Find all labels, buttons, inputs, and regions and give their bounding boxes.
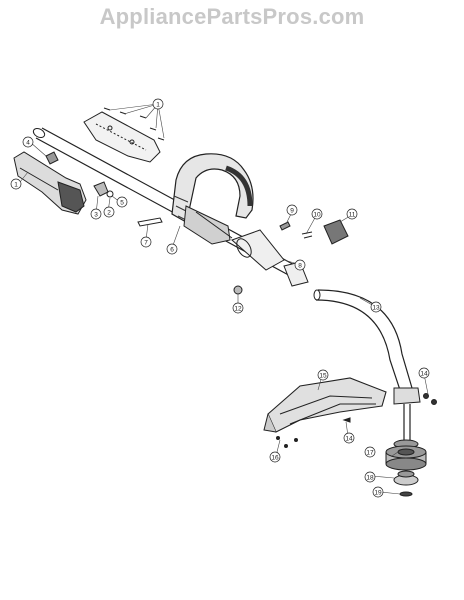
trimmer-head-spool: [385, 439, 427, 471]
callout-3: 3: [90, 208, 102, 220]
site-watermark: AppliancePartsPros.com: [99, 4, 365, 29]
callout-5: 5: [116, 196, 128, 208]
callout-17: 17: [364, 446, 376, 458]
callout-number: 1: [156, 101, 160, 108]
callout-number: 14: [420, 370, 428, 377]
callout-12: 12: [232, 302, 244, 314]
bump-knob: [393, 470, 419, 497]
callout-markers: 1 1 2 3 4 5 6 7 8 9 10 11 12 13 14 14 15…: [10, 98, 430, 498]
callout-1-grip: 1: [10, 178, 22, 190]
callout-9: 9: [286, 204, 298, 216]
shaft-coupler: [231, 229, 309, 287]
callout-11: 11: [346, 208, 358, 220]
callout-number: 17: [366, 449, 374, 456]
callout-7: 7: [140, 236, 152, 248]
callout-number: 11: [349, 211, 356, 218]
callout-number: 3: [94, 211, 98, 218]
callout-number: 13: [372, 304, 380, 311]
rear-grip: [13, 151, 87, 215]
callout-19: 19: [372, 486, 384, 498]
callout-14-shaft: 14: [418, 367, 430, 379]
trigger-assembly: [45, 151, 163, 227]
callout-number: 4: [26, 139, 30, 146]
screws-top: [103, 107, 165, 141]
trimmer-guard: [263, 377, 387, 433]
rear-housing-upper: [83, 111, 161, 163]
callout-number: 2: [107, 209, 111, 216]
callout-number: 18: [366, 474, 374, 481]
callout-number: 19: [374, 489, 382, 496]
callout-number: 9: [290, 207, 294, 214]
callout-number: 12: [234, 305, 242, 312]
callout-number: 5: [120, 199, 124, 206]
d-loop-handle: [171, 153, 254, 245]
callout-number: 14: [345, 435, 353, 442]
callout-number: 6: [170, 246, 174, 253]
callout-1-top: 1: [152, 98, 164, 110]
callout-number: 16: [271, 454, 279, 461]
callout-2: 2: [103, 206, 115, 218]
callout-15: 15: [317, 369, 329, 381]
callout-18: 18: [364, 471, 376, 483]
callout-number: 7: [144, 239, 148, 246]
callout-6: 6: [166, 243, 178, 255]
callout-8: 8: [294, 259, 306, 271]
callout-10: 10: [311, 208, 323, 220]
callout-number: 15: [319, 372, 327, 379]
callout-number: 10: [313, 211, 321, 218]
guard-screws: [276, 417, 351, 448]
callout-number: 8: [298, 262, 302, 269]
callout-13: 13: [370, 301, 382, 313]
callout-16: 16: [269, 451, 281, 463]
callout-4: 4: [22, 136, 34, 148]
clamp-hardware: [233, 219, 349, 295]
callout-number: 1: [14, 181, 18, 188]
callout-14-guard: 14: [343, 432, 355, 444]
lower-shaft: [313, 289, 413, 391]
gear-housing: [393, 387, 437, 440]
